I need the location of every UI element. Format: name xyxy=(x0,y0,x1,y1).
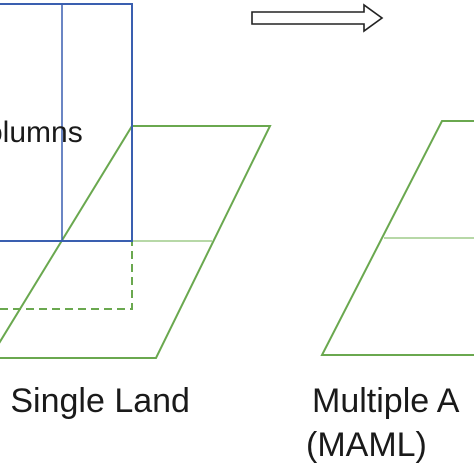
column-block xyxy=(0,3,133,242)
dashed-footprint xyxy=(0,241,133,310)
single-land-caption: e Single Land xyxy=(0,382,190,420)
left-land-parallelogram xyxy=(0,125,272,359)
maml-caption-line2: (MAML) xyxy=(306,426,427,464)
columns-label: olumns xyxy=(0,116,83,149)
right-land-parallelogram xyxy=(320,120,474,356)
right-arrow-icon xyxy=(251,3,384,33)
maml-caption-line1: Multiple A xyxy=(312,382,460,420)
